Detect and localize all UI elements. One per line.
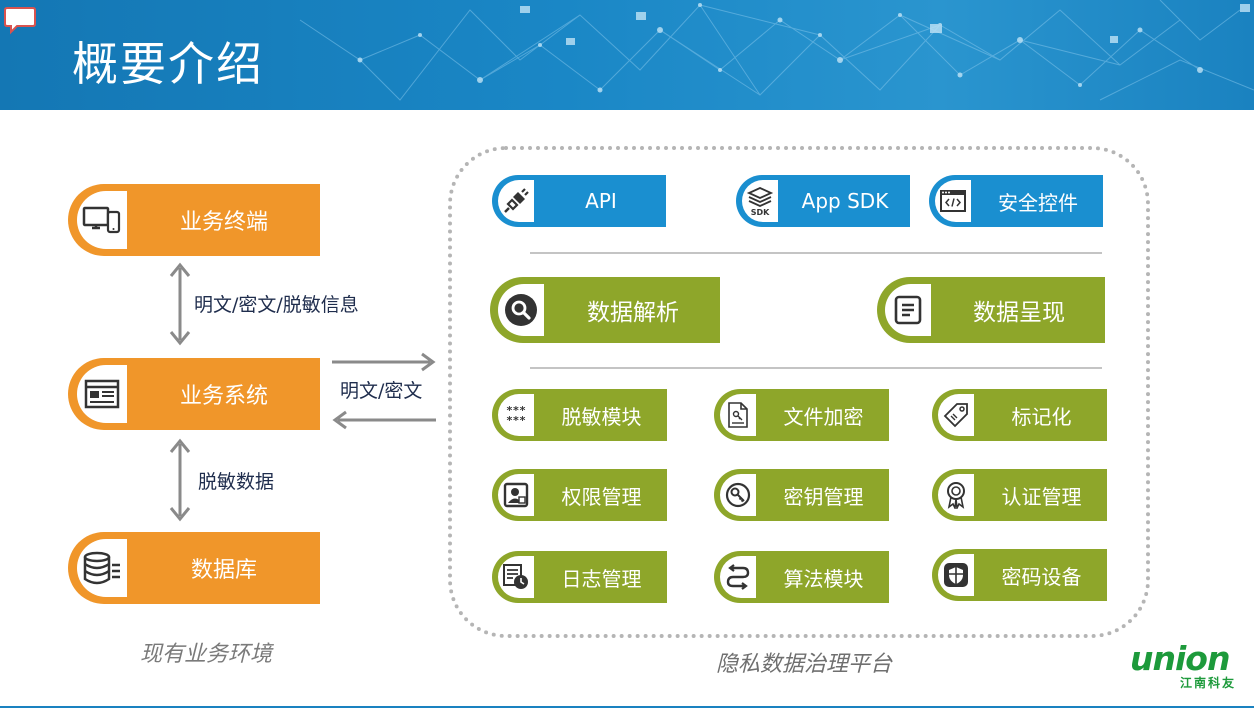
log-clock-icon xyxy=(503,564,528,589)
module-label: 算法模块 xyxy=(783,566,864,591)
module-label: 密码设备 xyxy=(1001,564,1082,589)
platform-caption: 隐私数据治理平台 xyxy=(716,652,893,677)
module-api: API xyxy=(492,175,666,227)
divider-bottom xyxy=(530,367,1102,369)
network-background xyxy=(299,0,1254,101)
flow-label-system-database: 脱敏数据 xyxy=(198,471,275,493)
devices-icon xyxy=(82,206,121,234)
module-permission: 权限管理 xyxy=(492,469,667,521)
sdk-layers-icon: SDK xyxy=(746,187,774,216)
module-crypto-device: 密码设备 xyxy=(932,549,1107,601)
module-algorithm: 算法模块 xyxy=(714,551,889,603)
module-app-sdk: SDK App SDK xyxy=(736,175,910,227)
module-label: 脱敏模块 xyxy=(561,404,642,429)
key-icon xyxy=(725,482,751,508)
platform-frame xyxy=(448,146,1150,638)
module-data-parse: 数据解析 xyxy=(490,277,720,343)
plug-icon xyxy=(504,188,529,213)
module-label: 标记化 xyxy=(1011,404,1072,429)
cycle-arrows-icon xyxy=(726,564,750,590)
module-label: 数据解析 xyxy=(587,300,679,326)
module-label: 认证管理 xyxy=(1001,484,1082,509)
flow-label-system-platform: 明文/密文 xyxy=(340,380,423,402)
business-system-box: 业务系统 xyxy=(68,358,320,430)
arrow-system-database xyxy=(169,438,191,522)
module-tokenization: 标记化 xyxy=(932,389,1107,441)
magnifier-icon xyxy=(505,294,537,326)
module-data-present: 数据呈现 xyxy=(877,277,1105,343)
svg-text:***: *** xyxy=(506,405,526,417)
module-label: 日志管理 xyxy=(561,566,642,591)
speech-bubble-icon xyxy=(4,7,36,35)
window-form-icon xyxy=(84,379,120,409)
divider-top xyxy=(530,252,1102,254)
left-caption: 现有业务环境 xyxy=(140,642,273,667)
arrow-terminal-system xyxy=(169,262,191,346)
business-terminal-label: 业务终端 xyxy=(179,210,268,235)
module-label: API xyxy=(585,189,617,213)
asterisk-mask-icon: *** *** xyxy=(506,405,526,425)
tag-icon xyxy=(943,403,968,428)
module-label: 数据呈现 xyxy=(973,300,1065,326)
logo-wordmark: union xyxy=(1130,639,1230,678)
user-badge-icon xyxy=(503,482,529,508)
arrows-system-platform xyxy=(332,352,436,430)
svg-text:SDK: SDK xyxy=(751,208,770,216)
module-label: 安全控件 xyxy=(998,190,1078,215)
database-icon xyxy=(83,551,120,585)
module-log-management: 日志管理 xyxy=(492,551,667,603)
shield-device-icon xyxy=(944,563,968,587)
database-label: 数据库 xyxy=(190,558,257,583)
database-box: 数据库 xyxy=(68,532,320,604)
code-window-icon xyxy=(940,190,966,212)
page-title: 概要介绍 xyxy=(72,37,264,91)
document-lines-icon xyxy=(894,295,922,325)
svg-text:***: *** xyxy=(506,414,526,425)
file-lock-icon xyxy=(728,402,748,428)
flow-label-terminal-system: 明文/密文/脱敏信息 xyxy=(194,294,359,316)
module-label: 密钥管理 xyxy=(783,484,864,509)
logo-subtitle: 江南科友 xyxy=(1179,676,1236,690)
module-label: 文件加密 xyxy=(783,404,864,429)
module-masking: *** *** 脱敏模块 xyxy=(492,389,667,441)
footer-line xyxy=(0,706,1254,708)
business-terminal-box: 业务终端 xyxy=(68,184,320,256)
certificate-icon xyxy=(947,482,965,509)
module-file-encryption: 文件加密 xyxy=(714,389,889,441)
module-auth-management: 认证管理 xyxy=(932,469,1107,521)
module-label: 权限管理 xyxy=(561,484,642,509)
header-banner: 概要介绍 xyxy=(0,0,1254,110)
company-logo: union 江南科友 xyxy=(1130,639,1240,691)
module-key-management: 密钥管理 xyxy=(714,469,889,521)
business-system-label: 业务系统 xyxy=(179,384,268,409)
module-label: App SDK xyxy=(801,189,889,213)
module-security-control: 安全控件 xyxy=(929,175,1103,227)
